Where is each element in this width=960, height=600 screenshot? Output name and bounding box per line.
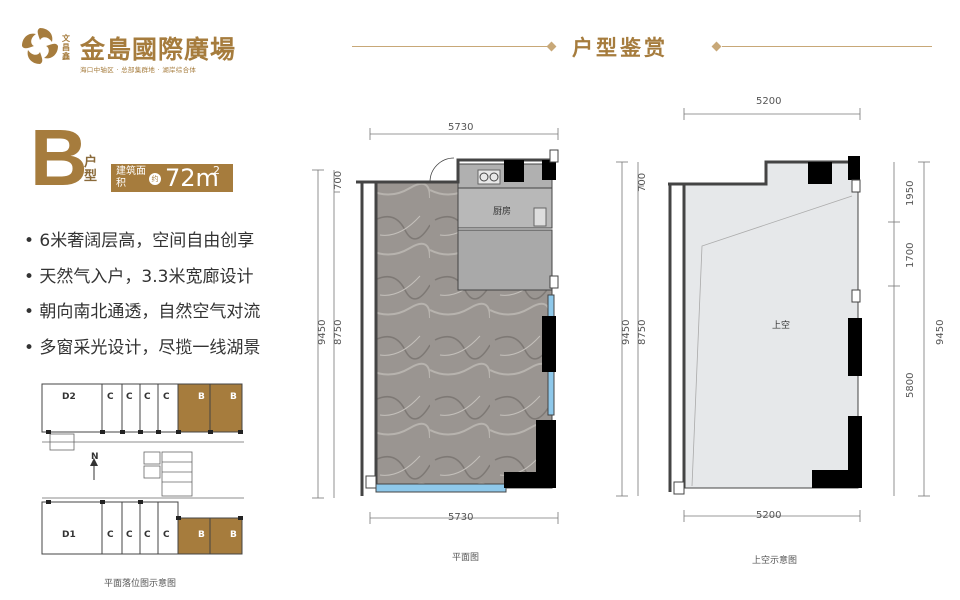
section-title: 户型鉴赏: [572, 36, 668, 60]
site-unit-label: C: [163, 392, 170, 402]
brand-prefix: 文昌鑫: [62, 34, 70, 61]
site-unit-label: B: [230, 530, 237, 540]
void-dim-upper: 700: [637, 172, 648, 192]
plan-dim-top: 5730: [448, 122, 474, 133]
floor-plan-caption: 平面图: [452, 553, 480, 563]
area-badge: [111, 164, 233, 192]
plan-dim-upper: 700: [333, 170, 344, 190]
site-unit-label: D1: [62, 530, 76, 540]
plan-dim-bottom: 5730: [448, 512, 474, 523]
area-superscript: 2: [213, 164, 220, 177]
site-plan: [41, 383, 244, 555]
feature-item: • 6米奢阔层高，空间自由创享: [24, 231, 255, 251]
header-diamond-left: [546, 41, 557, 52]
site-unit-label: D2: [62, 392, 76, 402]
site-unit-label: B: [198, 392, 205, 402]
unit-type-label: 户型: [84, 155, 98, 184]
void-dim-r2: 1700: [905, 242, 916, 268]
floor-plan: [312, 128, 559, 524]
void-plan-caption: 上空示意图: [752, 556, 798, 566]
feature-item: • 天然气入户，3.3米宽廊设计: [24, 267, 254, 287]
void-dim-inner: 8750: [637, 319, 648, 345]
feature-item: • 朝向南北通透，自然空气对流: [24, 302, 261, 322]
area-label: 建筑面积: [116, 166, 146, 189]
kitchen-label: 厨房: [493, 207, 512, 217]
site-unit-label: C: [163, 530, 170, 540]
header-divider-left: [352, 46, 552, 47]
header-diamond-right: [711, 41, 722, 52]
void-label: 上空: [772, 321, 791, 331]
header-divider-right: [722, 46, 932, 47]
site-unit-label: C: [107, 530, 114, 540]
site-unit-label: B: [230, 392, 237, 402]
brand-logo: [22, 28, 58, 64]
area-value: 72m: [165, 164, 219, 192]
void-dim-bottom: 5200: [756, 510, 782, 521]
site-unit-label: C: [144, 392, 151, 402]
site-unit-label: C: [107, 392, 114, 402]
plan-dim-outer: 9450: [317, 319, 328, 345]
void-dim-r1: 1950: [905, 180, 916, 206]
brand-tagline: 海口中轴区 · 总部集群地 · 湖岸综合体: [80, 66, 197, 74]
void-dim-outer-left: 9450: [621, 319, 632, 345]
void-plan: [616, 108, 930, 522]
void-dim-outer-right: 9450: [935, 319, 946, 345]
site-unit-label: B: [198, 530, 205, 540]
site-unit-label: C: [126, 530, 133, 540]
north-label: N: [91, 452, 99, 462]
site-unit-label: C: [126, 392, 133, 402]
approx-icon: 约: [149, 173, 161, 185]
feature-item: • 多窗采光设计，尽揽一线湖景: [24, 338, 261, 358]
void-dim-top: 5200: [756, 96, 782, 107]
brand-name: 金島國際廣場: [80, 35, 237, 64]
site-unit-label: C: [144, 530, 151, 540]
plan-dim-inner: 8750: [333, 319, 344, 345]
unit-letter: B: [30, 113, 88, 202]
site-plan-caption: 平面落位图示意图: [104, 579, 177, 589]
void-dim-r3: 5800: [905, 372, 916, 398]
